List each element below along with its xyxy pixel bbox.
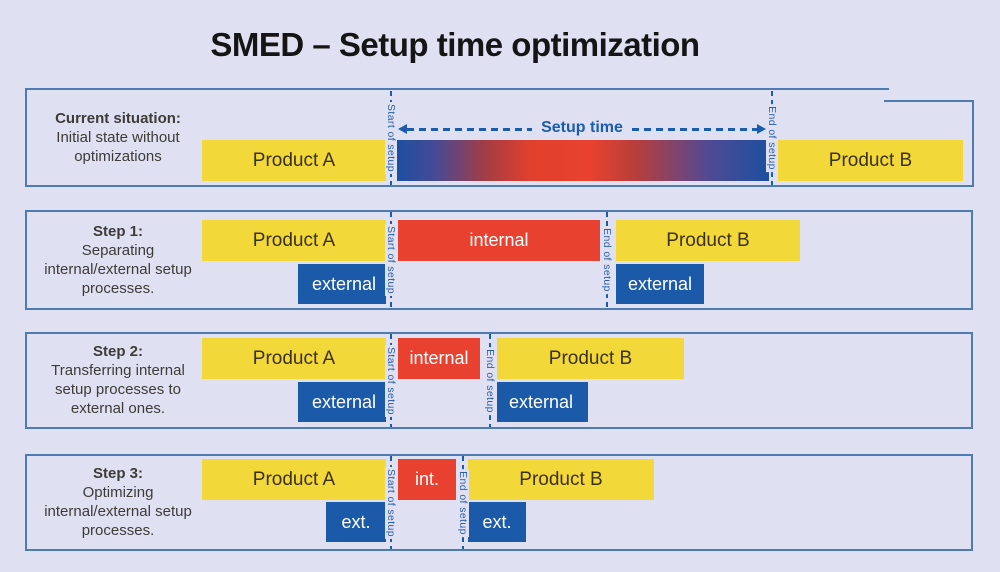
product-a-bar: Product A (202, 459, 386, 500)
external-bar-left: ext. (326, 502, 386, 542)
row-heading: Current situation: (55, 110, 181, 127)
arrowhead-left-icon (398, 124, 407, 134)
row-description-line: Separating (81, 242, 155, 259)
end-of-setup-label: End of setup (601, 226, 613, 294)
end-of-setup-line: End of setup (766, 91, 778, 185)
row-label: Step 3: Optimizing internal/external set… (28, 464, 208, 540)
start-of-setup-line: Start of setup (385, 334, 397, 427)
start-of-setup-line: Start of setup (385, 456, 397, 549)
row-description-line: Initial state without (56, 129, 180, 146)
external-bar-left: external (298, 382, 386, 422)
row-step3-border (25, 454, 973, 551)
internal-bar: internal (398, 220, 600, 261)
start-of-setup-label: Start of setup (385, 466, 397, 539)
product-b-bar: Product B (778, 140, 963, 181)
row-step2-border (25, 332, 973, 429)
row-step1-border (25, 210, 973, 310)
product-a-bar: Product A (202, 338, 386, 379)
start-of-setup-label: Start of setup (385, 344, 397, 417)
dashed-line (407, 127, 533, 131)
end-of-setup-line: End of setup (457, 456, 469, 549)
external-bar-right: external (616, 264, 704, 304)
external-bar-right: external (497, 382, 588, 422)
internal-bar: int. (398, 459, 456, 500)
setup-gradient-bar (397, 140, 769, 181)
row-heading: Step 1: (92, 223, 143, 240)
end-of-setup-line: End of setup (601, 212, 613, 308)
product-b-bar: Product B (468, 459, 654, 500)
page-title: SMED – Setup time optimization (210, 26, 700, 63)
product-a-bar: Product A (202, 140, 386, 181)
end-of-setup-line: End of setup (484, 334, 496, 427)
start-of-setup-line: Start of setup (385, 91, 397, 185)
product-b-bar: Product B (616, 220, 800, 261)
end-of-setup-label: End of setup (484, 346, 496, 415)
row-description-line: processes. (81, 280, 155, 297)
end-of-setup-label: End of setup (766, 104, 778, 172)
setup-time-arrow: Setup time (398, 118, 767, 136)
row-description-line: internal/external setup (44, 503, 192, 520)
start-of-setup-line: Start of setup (385, 212, 397, 308)
end-of-setup-label: End of setup (457, 468, 469, 537)
dashed-line (631, 127, 758, 131)
row-label: Current situation: Initial state without… (28, 109, 208, 166)
row-description-line: setup processes to (55, 381, 181, 398)
product-b-bar: Product B (497, 338, 684, 379)
row-description-line: external ones. (70, 400, 166, 417)
product-a-bar: Product A (202, 220, 386, 261)
row-label: Step 2: Transferring internal setup proc… (28, 342, 208, 418)
row-description-line: internal/external setup (44, 261, 192, 278)
row-label: Step 1: Separating internal/external set… (28, 222, 208, 298)
external-bar-left: external (298, 264, 386, 304)
row-description-line: Optimizing (82, 484, 154, 501)
internal-bar: internal (398, 338, 480, 379)
external-bar-right: ext. (468, 502, 526, 542)
row-description-line: Transferring internal (51, 362, 185, 379)
row-heading: Step 3: (92, 465, 143, 482)
setup-time-label: Setup time (541, 118, 623, 136)
row-description-line: processes. (81, 522, 155, 539)
start-of-setup-label: Start of setup (385, 101, 397, 175)
start-of-setup-label: Start of setup (385, 223, 397, 297)
row-description-line: optimizations (74, 148, 162, 165)
row-heading: Step 2: (92, 343, 143, 360)
arrowhead-right-icon (757, 124, 767, 134)
